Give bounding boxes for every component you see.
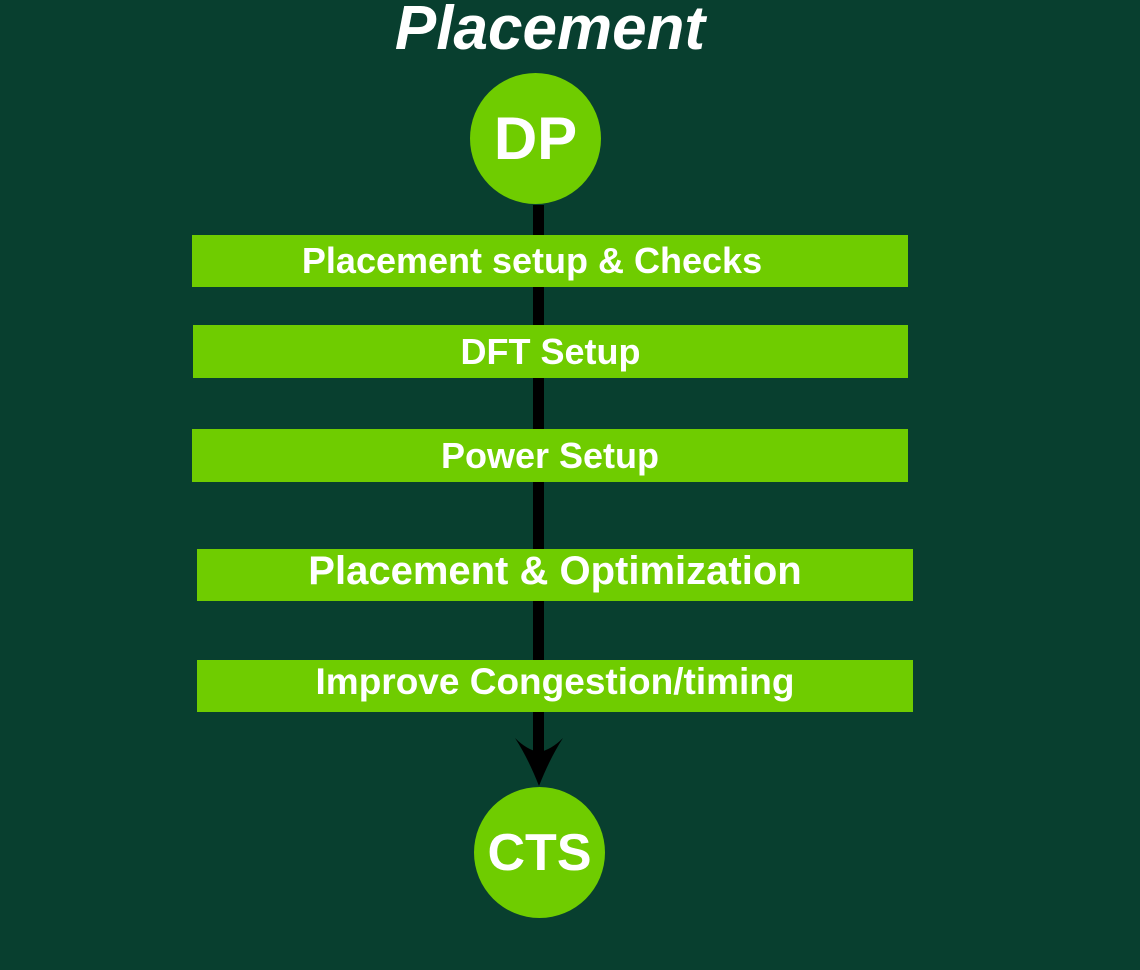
step-improve-congestion-timing: Improve Congestion/timing: [197, 660, 913, 712]
flow-arrowhead-icon: [515, 738, 563, 786]
step-placement-optimization: Placement & Optimization: [197, 549, 913, 601]
step-power-setup: Power Setup: [192, 429, 908, 482]
diagram-title: Placement: [394, 0, 706, 63]
flow-connector-line: [533, 205, 544, 765]
end-node-cts: CTS: [474, 787, 605, 918]
step-placement-setup-checks: Placement setup & Checks: [192, 235, 908, 287]
step-dft-setup: DFT Setup: [193, 325, 908, 378]
start-node-dp: DP: [470, 73, 601, 204]
